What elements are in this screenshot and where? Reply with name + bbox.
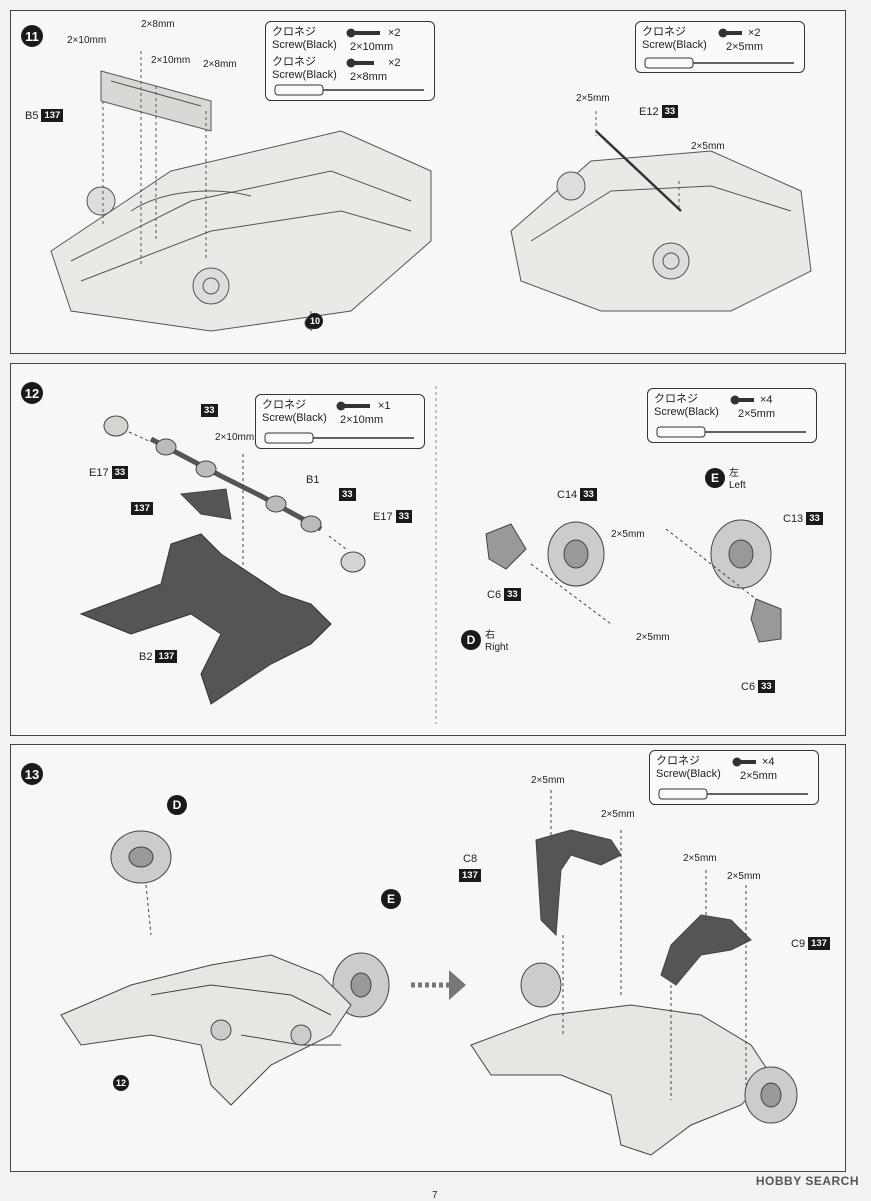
screw-size-label: 2×5 xyxy=(727,871,744,882)
screw-size-label: 2×8 xyxy=(203,59,220,70)
screw-en-label: Screw(Black) xyxy=(272,39,337,51)
part-label-c8: C8 xyxy=(463,853,478,865)
page-number: 7 xyxy=(432,1190,438,1201)
screwdriver-icon xyxy=(644,57,794,69)
screw-icon xyxy=(346,58,374,68)
hub-marker-d: D xyxy=(167,795,187,815)
side-label-right: 右 Right xyxy=(485,630,509,653)
screwdriver-icon xyxy=(274,84,424,96)
screw-size-label: 2×10 xyxy=(67,35,90,46)
part-label-33-top: 33 xyxy=(201,404,218,417)
part-label-b5: B5 137 xyxy=(25,109,64,122)
screw-icon xyxy=(336,401,370,411)
screw-icon xyxy=(346,28,380,38)
screw-size-label: 2×5 xyxy=(601,809,618,820)
step-11-panel: 11 2× xyxy=(10,10,846,354)
screw-size-label: 2×5 xyxy=(531,775,548,786)
screw-size-label: 2×10 xyxy=(215,432,238,443)
side-marker-right: D xyxy=(461,630,481,650)
screw-jp-label: クロネジ xyxy=(272,26,316,38)
screw-size-label: 2×10 xyxy=(151,55,174,66)
screw-icon xyxy=(718,28,742,38)
step-12-panel: 12 xyxy=(10,363,846,736)
part-label-c8-tag: 137 xyxy=(459,869,481,882)
reference-step-number: 10 xyxy=(307,313,323,329)
part-label-b1: B1 xyxy=(306,474,320,486)
part-label-e12: E12 33 xyxy=(639,105,679,118)
screw-box-step12-a: クロネジ Screw(Black) ×1 2×10mm xyxy=(255,394,425,449)
screwdriver-icon xyxy=(658,788,808,800)
screw-size-label: 2×5 xyxy=(683,853,700,864)
screw-box-step11-a: クロネジ Screw(Black) ×2 2×10mm クロネジ Screw(B… xyxy=(265,21,435,101)
part-label-137: 137 xyxy=(131,502,153,515)
step-13-panel: 13 xyxy=(10,744,846,1172)
screw-box-step12-b: クロネジ Screw(Black) ×4 2×5mm xyxy=(647,388,817,443)
part-tag: 33 xyxy=(661,105,679,118)
screw-size-label: 2×8 xyxy=(141,19,158,30)
step-number: 11 xyxy=(21,25,43,47)
step-12-illustration xyxy=(79,386,782,724)
screwdriver-icon xyxy=(656,426,806,438)
screw-size-label: 2×5 xyxy=(576,93,593,104)
hub-marker-e: E xyxy=(381,889,401,909)
part-tag: 137 xyxy=(41,109,64,122)
screw-box-step11-b: クロネジ Screw(Black) ×2 2×5mm xyxy=(635,21,805,73)
step-number: 12 xyxy=(21,382,43,404)
screw-size-label: 2×5 xyxy=(611,529,628,540)
screw-size-label: 2×5 xyxy=(691,141,708,152)
side-marker-left: E xyxy=(705,468,725,488)
reference-step-number: 12 xyxy=(113,1075,129,1091)
screw-size-label: 2×5 xyxy=(636,632,653,643)
side-label-left: 左 Left xyxy=(729,468,746,491)
step-number: 13 xyxy=(21,763,43,785)
screw-icon xyxy=(730,395,754,405)
part-label-b1-tag: 33 xyxy=(339,488,356,501)
watermark-logo: HOBBY SEARCH xyxy=(755,1174,859,1188)
screw-icon xyxy=(732,757,756,767)
screwdriver-icon xyxy=(264,432,414,444)
screw-box-step13: クロネジ Screw(Black) ×4 2×5mm xyxy=(649,750,819,805)
step-13-illustration xyxy=(60,790,798,1156)
